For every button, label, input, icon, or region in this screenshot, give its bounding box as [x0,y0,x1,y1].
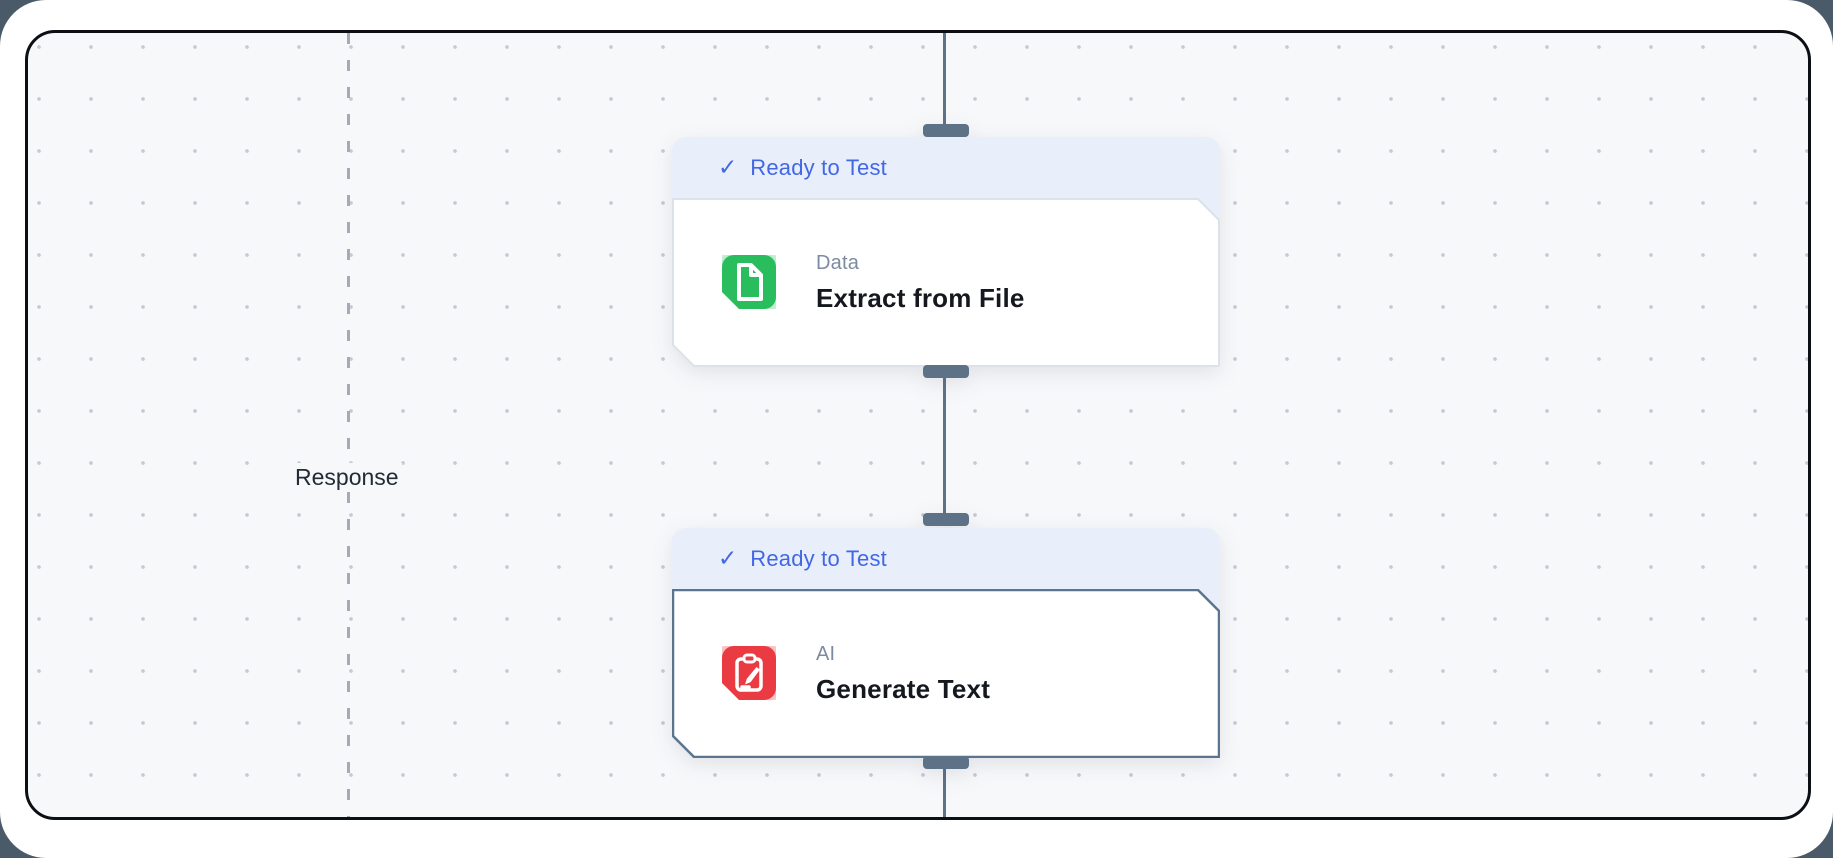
workflow-canvas[interactable]: Response ✓ Ready to Test [25,30,1811,820]
output-handle[interactable] [923,365,969,378]
edge-out-of-generate-node [943,757,946,817]
node-body-outline [672,198,1220,367]
check-icon: ✓ [718,154,738,180]
node-category: Data [816,252,860,274]
edge-extract-to-generate [943,366,946,519]
input-handle[interactable] [923,124,969,137]
input-handle[interactable] [923,513,969,526]
response-label: Response [292,463,402,492]
status-badge-row: ✓ Ready to Test [672,137,1220,198]
output-handle[interactable] [923,756,969,769]
node-generate-text[interactable]: ✓ Ready to Test [672,513,1220,769]
file-icon [722,255,776,309]
node-body: AI Generate Text [672,589,1220,758]
response-divider-line [347,33,350,817]
node-category: AI [816,643,836,665]
node-body: Data Extract from File [672,198,1220,367]
node-title: Extract from File [816,283,1025,313]
status-badge-label: Ready to Test [750,154,887,180]
status-badge-label: Ready to Test [750,545,887,571]
check-icon: ✓ [718,545,738,571]
clipboard-pencil-icon [722,646,776,700]
node-body-outline [672,589,1220,758]
status-badge-row: ✓ Ready to Test [672,528,1220,589]
node-extract-from-file[interactable]: ✓ Ready to Test Data Extract f [672,124,1220,378]
edge-into-extract-node [943,33,946,136]
node-title: Generate Text [816,674,991,704]
